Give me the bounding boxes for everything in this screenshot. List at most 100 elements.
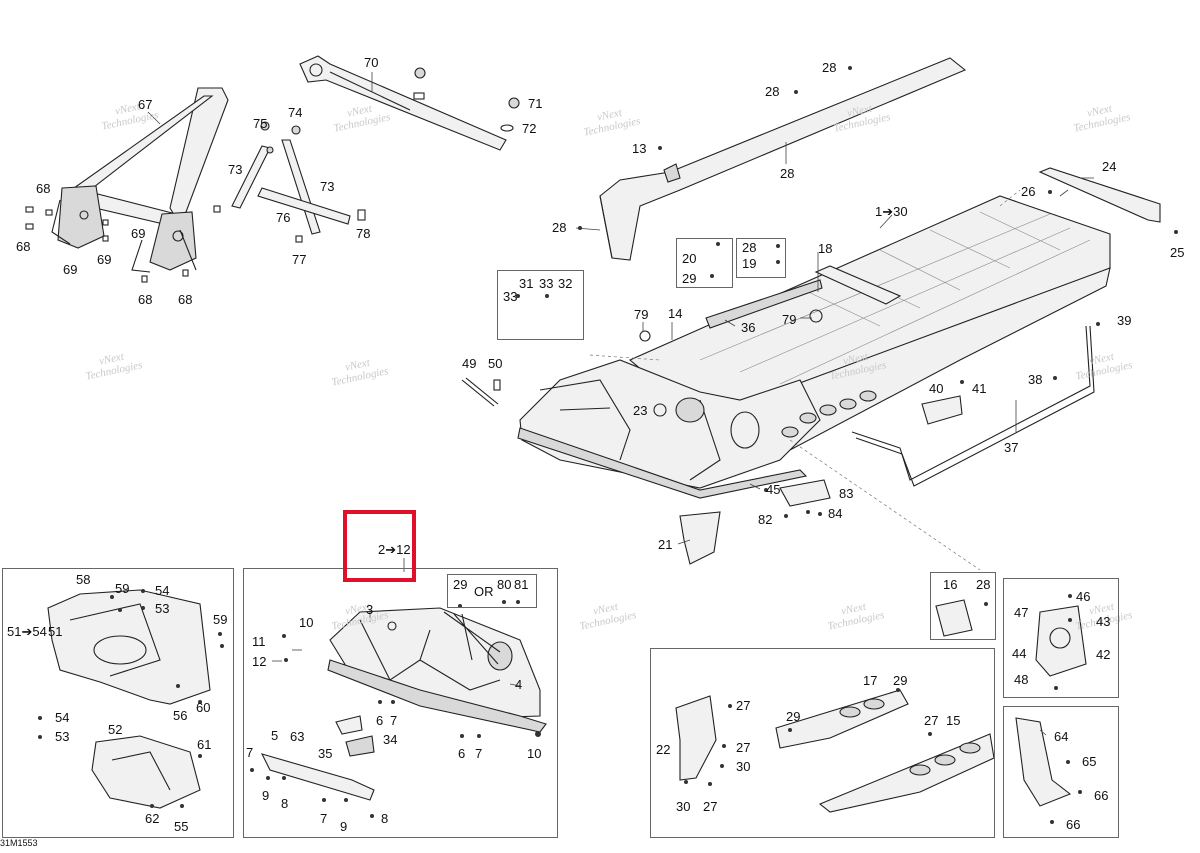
part-label: 17	[863, 673, 878, 688]
part-label: 50	[488, 356, 503, 371]
part-label: 56	[173, 708, 188, 723]
part-label: 45	[766, 482, 781, 497]
part-label: 20	[682, 251, 697, 266]
part-label: 35	[318, 746, 333, 761]
part-label: 6	[376, 713, 384, 728]
part-label: 77	[292, 252, 307, 267]
part-label: 59	[213, 612, 228, 627]
part-label: 53	[155, 601, 170, 616]
part-label: 8	[281, 796, 289, 811]
part-label: 42	[1096, 647, 1111, 662]
part-label: 54	[55, 710, 70, 725]
part-label: 73	[320, 179, 335, 194]
part-label: 10	[527, 746, 542, 761]
part-label: 22	[656, 742, 671, 757]
part-label: 29	[453, 577, 468, 592]
part-label: 54	[155, 583, 170, 598]
part-label: 79	[634, 307, 649, 322]
part-label: 16	[943, 577, 958, 592]
part-label: 19	[742, 256, 757, 271]
part-label: 14	[668, 306, 683, 321]
part-label: 28	[742, 240, 757, 255]
part-label: 10	[299, 615, 314, 630]
part-label: 25	[1170, 245, 1185, 260]
part-label: 28	[780, 166, 795, 181]
detail-box-footrests	[650, 648, 995, 838]
part-label: 28	[552, 220, 567, 235]
part-label: 63	[290, 729, 305, 744]
part-label: 26	[1021, 184, 1036, 199]
part-label: 46	[1076, 589, 1091, 604]
part-label: 27	[736, 698, 751, 713]
detail-box-31-33	[497, 270, 584, 340]
part-label: 36	[741, 320, 756, 335]
detail-box-steering-support	[2, 568, 234, 838]
part-label: 48	[1014, 672, 1029, 687]
part-label: 29	[786, 709, 801, 724]
part-label: 8	[381, 811, 389, 826]
part-label: 62	[145, 811, 160, 826]
part-label: 68	[138, 292, 153, 307]
part-label: 29	[682, 271, 697, 286]
callout-or: OR	[474, 584, 494, 599]
footrest-panels-drawing	[675, 689, 995, 813]
part-label: 64	[1054, 729, 1069, 744]
part-label: 15	[946, 713, 961, 728]
highlight-box-2-12	[343, 510, 416, 582]
part-label: 7	[320, 811, 328, 826]
part-label: 31	[519, 276, 534, 291]
steering-support-drawing	[47, 589, 211, 809]
part-label: 79	[782, 312, 797, 327]
callout-51-54: 51➔54	[7, 624, 47, 639]
part-label: 70	[364, 55, 379, 70]
part-label: 66	[1066, 817, 1081, 832]
part-label: 7	[246, 745, 254, 760]
part-label: 66	[1094, 788, 1109, 803]
part-label: 59	[115, 581, 130, 596]
part-label: 43	[1096, 614, 1111, 629]
part-label: 28	[822, 60, 837, 75]
detail-box-bracket-16	[930, 572, 996, 640]
part-label: 53	[55, 729, 70, 744]
part-label: 9	[262, 788, 270, 803]
part-label: 51	[48, 624, 63, 639]
part-label: 37	[1004, 440, 1019, 455]
a-frame-assembly-drawing	[51, 87, 229, 273]
part-label: 7	[475, 746, 483, 761]
detail-box-28-20	[676, 238, 733, 288]
detail-box-fastener-options	[447, 574, 537, 608]
part-label: 58	[76, 572, 91, 587]
part-label: 72	[522, 121, 537, 136]
part-label: 3	[366, 602, 374, 617]
part-label: 27	[736, 740, 751, 755]
part-label: 21	[658, 537, 673, 552]
part-label: 9	[340, 819, 348, 834]
part-label: 7	[390, 713, 398, 728]
part-label: 6	[458, 746, 466, 761]
part-label: 60	[196, 700, 211, 715]
part-label: 55	[174, 819, 189, 834]
part-label: 34	[383, 732, 398, 747]
tension-rod-drawing	[299, 55, 520, 151]
part-label: 83	[839, 486, 854, 501]
part-label: 5	[271, 728, 279, 743]
part-label: 27	[703, 799, 718, 814]
part-label: 68	[16, 239, 31, 254]
detail-box-front-frame	[243, 568, 558, 838]
part-label: 38	[1028, 372, 1043, 387]
part-label: 30	[676, 799, 691, 814]
part-label: 39	[1117, 313, 1132, 328]
part-label: 40	[929, 381, 944, 396]
part-label: 47	[1014, 605, 1029, 620]
part-label: 28	[976, 577, 991, 592]
front-frame-drawing	[327, 607, 547, 733]
part-label: 24	[1102, 159, 1117, 174]
part-label: 69	[63, 262, 78, 277]
link-rods-drawing	[213, 121, 366, 243]
part-label: 30	[736, 759, 751, 774]
part-label: 68	[178, 292, 193, 307]
figure-code: 31M1553	[0, 838, 38, 848]
part-label: 49	[462, 356, 477, 371]
part-label: 74	[288, 105, 303, 120]
